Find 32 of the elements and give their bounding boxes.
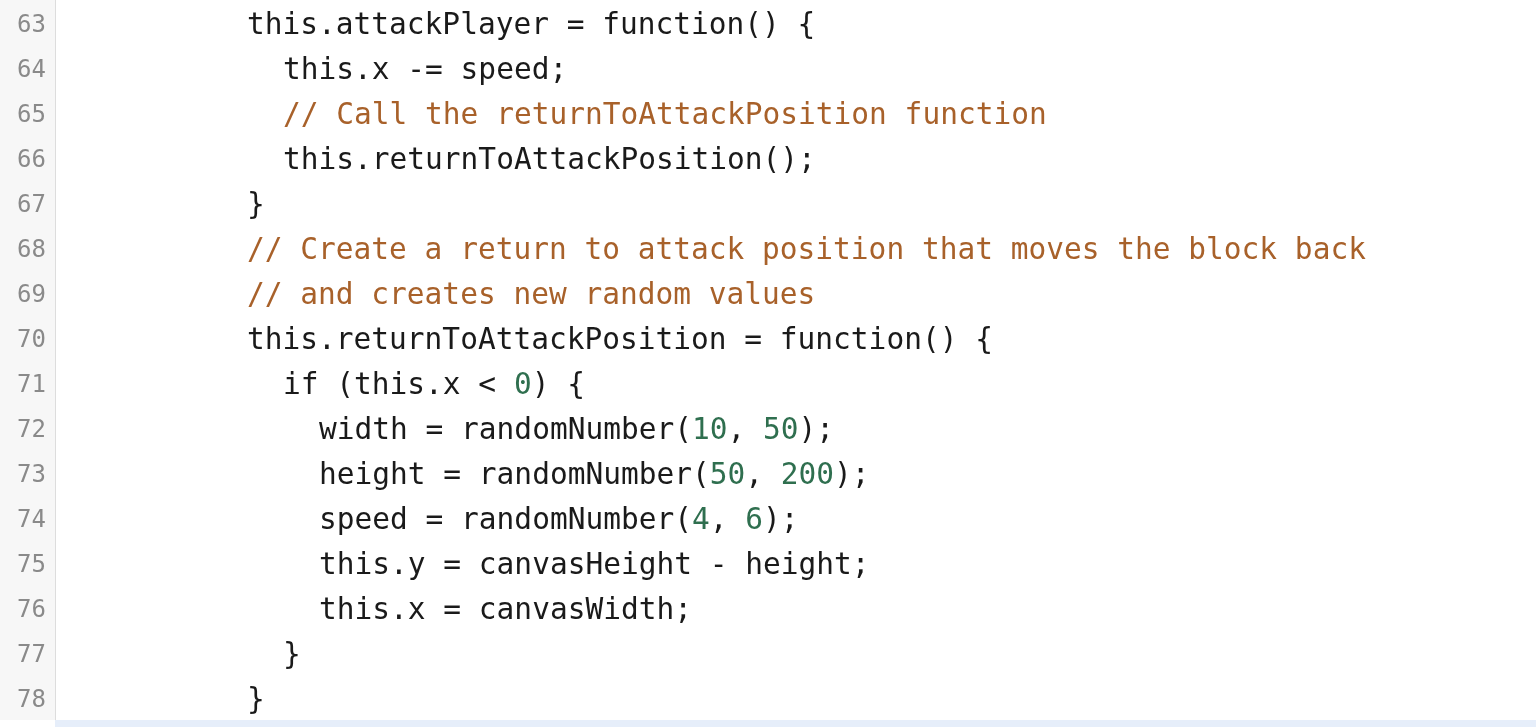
code-line: if (this.x < 0) { bbox=[283, 366, 585, 403]
code-line: this.attackPlayer = function() { bbox=[247, 6, 816, 43]
line-number: 67 bbox=[16, 189, 46, 220]
code-line: width = randomNumber(10, 50); bbox=[319, 411, 835, 448]
line-number: 78 bbox=[16, 684, 46, 715]
code-line: this.x = canvasWidth; bbox=[319, 591, 692, 628]
code-line: this.returnToAttackPosition = function() { bbox=[247, 321, 993, 358]
line-number: 63 bbox=[16, 9, 46, 40]
code-line: } bbox=[283, 636, 301, 673]
code-line: } bbox=[247, 186, 265, 223]
line-number: 69 bbox=[16, 279, 46, 310]
line-number: 70 bbox=[16, 324, 46, 355]
line-number: 66 bbox=[16, 144, 46, 175]
code-line: speed = randomNumber(4, 6); bbox=[319, 501, 799, 538]
line-number: 77 bbox=[16, 639, 46, 670]
code-comment: // and creates new random values bbox=[247, 276, 816, 313]
code-line: height = randomNumber(50, 200); bbox=[319, 456, 870, 493]
code-line: this.x -= speed; bbox=[283, 51, 568, 88]
line-number: 65 bbox=[16, 99, 46, 130]
line-number: 71 bbox=[16, 369, 46, 400]
code-comment: // Call the returnToAttackPosition function bbox=[283, 96, 1047, 133]
code-line: } bbox=[247, 681, 265, 718]
line-number: 64 bbox=[16, 54, 46, 85]
line-number: 73 bbox=[16, 459, 46, 490]
line-number: 72 bbox=[16, 414, 46, 445]
code-line: this.returnToAttackPosition(); bbox=[283, 141, 816, 178]
line-number: 76 bbox=[16, 594, 46, 625]
code-comment: // Create a return to attack position that moves the block back bbox=[247, 231, 1366, 268]
line-number: 75 bbox=[16, 549, 46, 580]
line-number: 74 bbox=[16, 504, 46, 535]
code-line: this.y = canvasHeight - height; bbox=[319, 546, 870, 583]
line-number: 68 bbox=[16, 234, 46, 265]
